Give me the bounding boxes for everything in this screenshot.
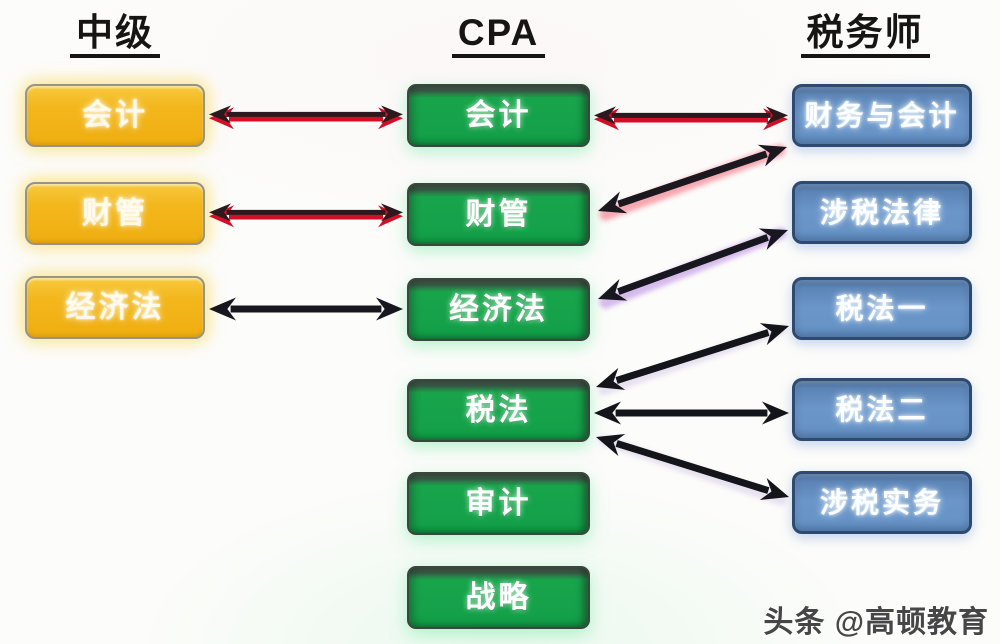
node-zhongji-jingjifa: 经济法 [25, 276, 205, 339]
node-sws-sheshuifalv: 涉税法律 [792, 181, 972, 244]
node-cpa-shuifa-label: 税法 [465, 393, 532, 427]
arrow-cpa-caiguan--sws-caiwuyukuaiji [598, 144, 787, 221]
node-zhongji-kuaiji-label: 会计 [82, 98, 148, 132]
node-cpa-zhanlve-label: 战略 [465, 580, 532, 614]
arrow-cpa-jingjifa--sws-sheshuifalv [598, 227, 788, 309]
node-cpa-shenji: 审计 [407, 472, 590, 535]
node-sws-shuifa1: 税法一 [792, 277, 972, 340]
node-cpa-caiguan: 财管 [407, 183, 590, 246]
node-zhongji-kuaiji: 会计 [25, 84, 205, 147]
column-header-zhongji-label: 中级 [70, 12, 160, 59]
node-zhongji-caiguan-label: 财管 [82, 196, 148, 230]
column-header-cpa-label: CPA [451, 12, 546, 59]
node-zhongji-jingjifa-label: 经济法 [65, 290, 165, 324]
node-zhongji-caiguan: 财管 [25, 182, 205, 245]
node-sws-sheshuishiwu-label: 涉税实务 [819, 486, 944, 518]
node-sws-sheshuishiwu: 涉税实务 [792, 471, 972, 534]
arrow-zhongji-jingjifa--cpa-jingjifa [209, 297, 403, 321]
arrow-zhongji-caiguan--cpa-caiguan [209, 203, 403, 228]
column-header-shuiwushi: 税务师 [770, 12, 960, 59]
column-header-zhongji: 中级 [25, 12, 205, 59]
node-cpa-kuaiji: 会计 [407, 84, 590, 147]
node-sws-shuifa2-label: 税法二 [835, 393, 929, 425]
arrow-zhongji-kuaiji--cpa-kuaiji [209, 105, 403, 130]
column-header-shuiwushi-label: 税务师 [800, 12, 930, 59]
node-sws-caiwuyukuaiji: 财务与会计 [792, 84, 972, 147]
arrow-cpa-kuaiji--sws-caiwuyukuaiji [594, 106, 788, 131]
node-cpa-zhanlve: 战略 [407, 566, 590, 629]
arrow-cpa-shuifa--sws-sheshuishiwu [596, 434, 789, 506]
node-cpa-jingjifa-label: 经济法 [449, 292, 548, 326]
node-cpa-shenji-label: 审计 [465, 486, 532, 520]
arrow-cpa-shuifa--sws-shuifa1 [596, 323, 789, 396]
node-sws-shuifa1-label: 税法一 [835, 292, 929, 324]
column-header-cpa: CPA [407, 12, 590, 59]
node-sws-shuifa2: 税法二 [792, 378, 972, 441]
node-cpa-shuifa: 税法 [407, 379, 590, 442]
watermark-toutiao-gaodun: 头条 @高顿教育 [763, 606, 989, 639]
node-cpa-caiguan-label: 财管 [465, 197, 532, 231]
node-sws-caiwuyukuaiji-label: 财务与会计 [804, 99, 960, 131]
node-sws-sheshuifalv-label: 涉税法律 [819, 196, 944, 228]
node-cpa-jingjifa: 经济法 [407, 278, 590, 341]
arrow-cpa-shuifa--sws-shuifa2 [594, 401, 789, 425]
node-cpa-kuaiji-label: 会计 [465, 98, 532, 132]
